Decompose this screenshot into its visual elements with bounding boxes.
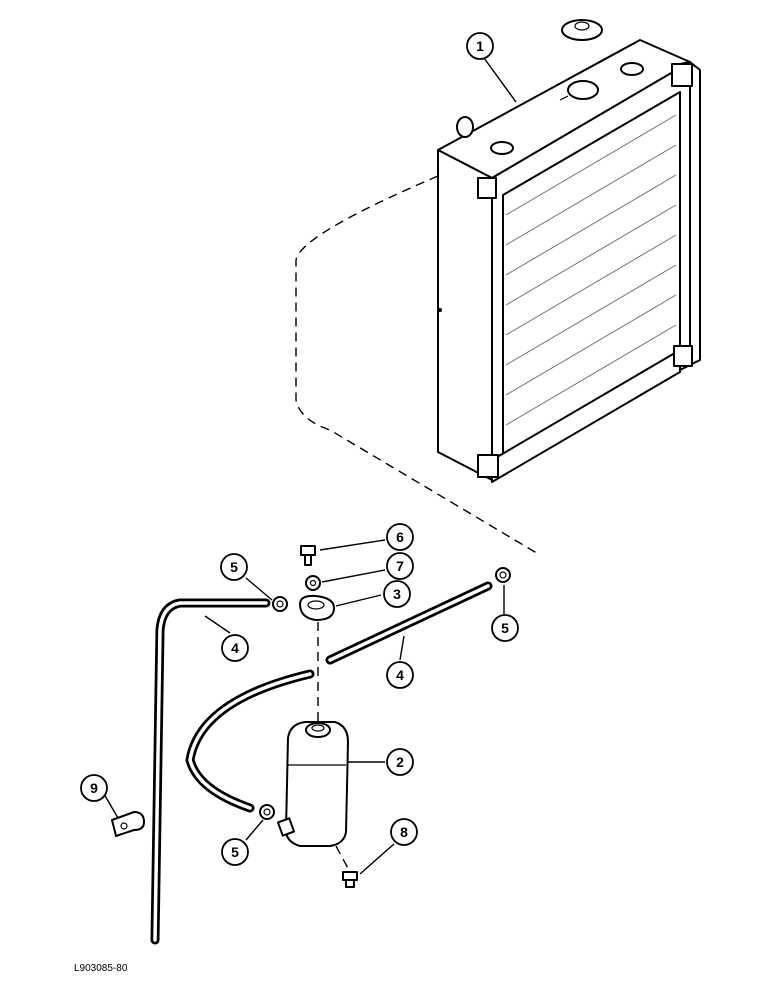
radiator-bracket-top-left [477, 177, 497, 199]
callout-5-lower-label: 5 [231, 844, 239, 860]
callout-6-label: 6 [396, 529, 404, 545]
callout-5-left-label: 5 [230, 559, 238, 575]
radiator-front-left-post [437, 149, 493, 481]
callout-5-lower: 5 [221, 838, 249, 866]
radiator-filler-neck [567, 80, 599, 100]
callout-1: 1 [466, 32, 494, 60]
callout-7: 7 [386, 552, 414, 580]
callout-3: 3 [383, 580, 411, 608]
hose-right [325, 581, 493, 665]
plug [342, 871, 358, 888]
clamp-right [495, 567, 511, 583]
assembly-leader-radiator [295, 175, 541, 556]
drawing-reference-code: L903085-80 [74, 963, 128, 974]
radiator-fins [505, 114, 677, 426]
bolt [300, 545, 316, 566]
hose-clip [111, 811, 145, 837]
callout-8: 8 [390, 818, 418, 846]
radiator [437, 19, 701, 483]
hose-curved [185, 669, 315, 813]
callout-9: 9 [80, 774, 108, 802]
assembly-leader-reservoir [335, 845, 351, 873]
callout-4-left: 4 [221, 634, 249, 662]
callout-4-left-label: 4 [231, 640, 239, 656]
hose-left [150, 598, 271, 945]
callout-4-right: 4 [386, 661, 414, 689]
callout-5-right: 5 [491, 614, 519, 642]
bracket [299, 594, 335, 621]
callout-9-label: 9 [90, 780, 98, 796]
callout-4-right-label: 4 [396, 667, 404, 683]
clamp-lower [259, 804, 275, 820]
callout-5-right-label: 5 [501, 620, 509, 636]
callout-2: 2 [386, 748, 414, 776]
radiator-top-hole-left [490, 141, 514, 155]
radiator-bracket-top-right [671, 63, 693, 87]
clamp-left [272, 596, 288, 612]
callout-5-left: 5 [220, 553, 248, 581]
callout-6: 6 [386, 523, 414, 551]
callout-7-label: 7 [396, 558, 404, 574]
radiator-bracket-bottom-left [477, 454, 499, 478]
radiator-inlet-pipe [456, 116, 474, 138]
callout-1-label: 1 [476, 38, 484, 54]
callout-2-label: 2 [396, 754, 404, 770]
callout-3-label: 3 [393, 586, 401, 602]
nut [305, 575, 321, 591]
radiator-bracket-bottom-right [673, 345, 693, 367]
callout-8-label: 8 [400, 824, 408, 840]
callout-leaders [103, 57, 517, 875]
radiator-top-hole-right [620, 62, 644, 76]
reservoir [276, 721, 349, 847]
